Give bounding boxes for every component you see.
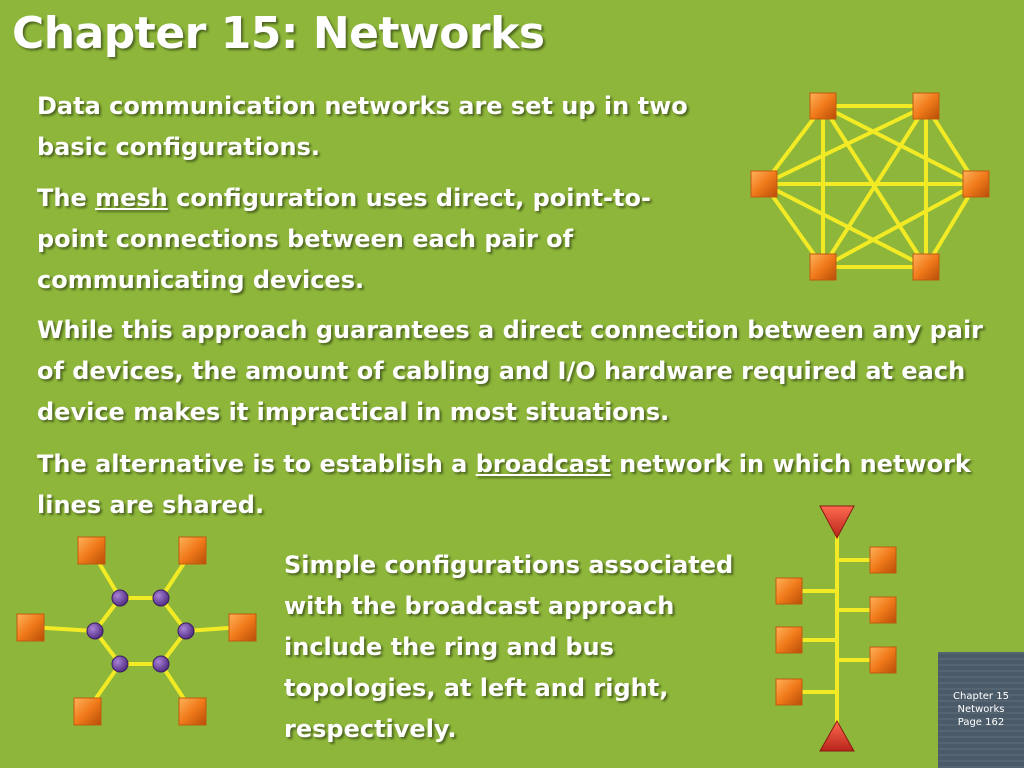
ring-hub — [111, 655, 129, 673]
badge-chapter: Chapter 15 — [953, 691, 1009, 702]
ring-node — [178, 536, 207, 565]
mesh-links — [762, 104, 978, 269]
bus-node — [775, 678, 803, 706]
topologies-paragraph: Simple configurations associated with th… — [284, 551, 734, 743]
ring-node — [77, 536, 106, 565]
mesh-text-post: configuration uses direct, point-to-poin… — [37, 184, 651, 294]
ring-diagram — [16, 536, 257, 726]
bus-terminator-top — [819, 505, 855, 540]
bus-node — [869, 646, 897, 674]
mesh-node — [809, 92, 837, 120]
ring-hub — [86, 622, 104, 640]
ring-hub — [177, 622, 195, 640]
ring-node — [73, 697, 102, 726]
ring-node — [178, 697, 207, 726]
intro-paragraph: Data communication networks are set up i… — [37, 92, 688, 161]
mesh-node — [809, 253, 837, 281]
ring-hub — [152, 655, 170, 673]
bus-line — [787, 523, 884, 737]
badge-section: Networks — [957, 704, 1005, 715]
bus-terminator-bottom — [819, 719, 855, 752]
mesh-drawback-paragraph: While this approach guarantees a direct … — [37, 316, 984, 426]
mesh-node — [912, 92, 940, 120]
broadcast-term: broadcast — [475, 450, 611, 478]
broadcast-text-post: network in which network lines are share… — [37, 450, 971, 519]
mesh-term: mesh — [95, 184, 168, 212]
ring-node — [16, 613, 45, 642]
mesh-text-pre: The — [37, 184, 96, 212]
mesh-diagram — [750, 92, 990, 281]
broadcast-text-pre: The alternative is to establish a — [37, 450, 476, 478]
bus-node — [775, 626, 803, 654]
ring-hub — [111, 589, 129, 607]
ring-node — [228, 613, 257, 642]
mesh-paragraph: The mesh configuration uses direct, poin… — [37, 178, 717, 301]
page-badge: Chapter 15 Networks Page 162 — [938, 652, 1024, 768]
bus-node — [869, 596, 897, 624]
badge-page: Page 162 — [957, 717, 1005, 728]
ring-links — [28, 549, 244, 713]
mesh-node — [750, 170, 778, 198]
bus-node — [775, 577, 803, 605]
bus-diagram — [775, 505, 897, 752]
mesh-node — [912, 253, 940, 281]
bus-node — [869, 546, 897, 574]
slide-title: Chapter 15: Networks — [12, 8, 545, 59]
mesh-node — [962, 170, 990, 198]
broadcast-paragraph: The alternative is to establish a broadc… — [37, 444, 1007, 526]
ring-hub — [152, 589, 170, 607]
